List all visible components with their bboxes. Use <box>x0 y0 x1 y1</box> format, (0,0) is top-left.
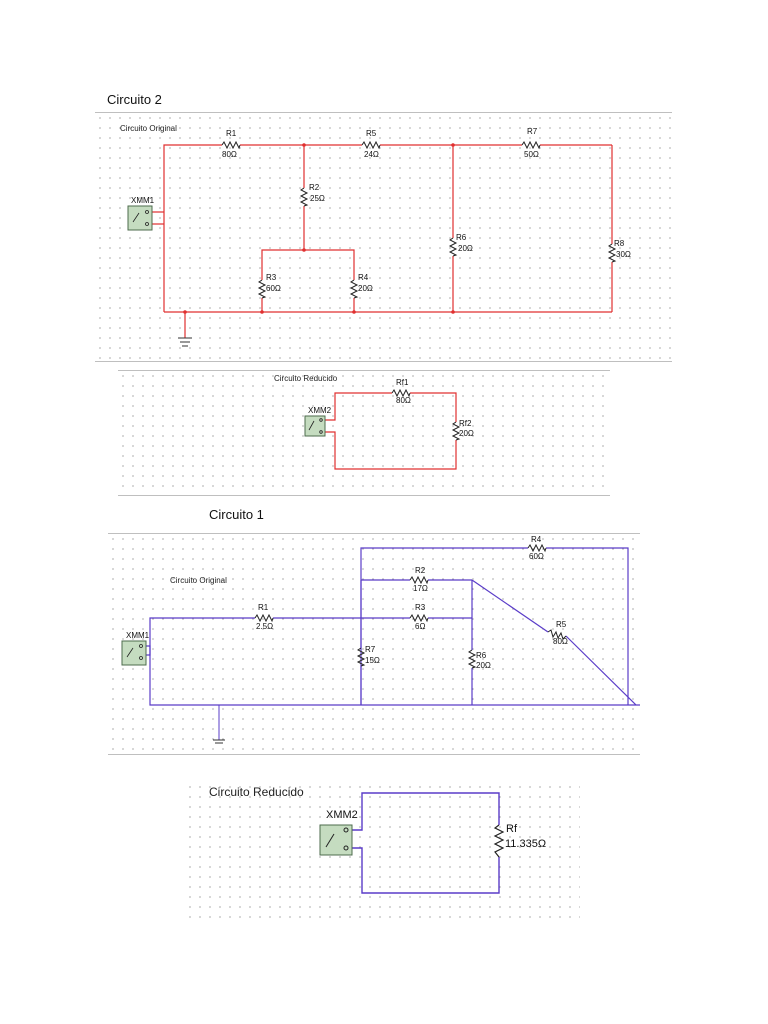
value-r3: 60Ω <box>266 284 281 293</box>
label-r8: R8 <box>614 239 625 248</box>
circuit1-heading: Circuito 1 <box>209 507 264 522</box>
value-r4: 20Ω <box>358 284 373 293</box>
value-r1: 80Ω <box>222 150 237 159</box>
resistor-icon <box>221 140 241 150</box>
value-r2: 17Ω <box>413 584 428 593</box>
resistor-icon <box>467 649 477 669</box>
resistor-icon <box>607 243 617 263</box>
value-r6: 20Ω <box>476 661 491 670</box>
label-r4: R4 <box>531 535 542 544</box>
label-r4: R4 <box>358 273 369 282</box>
value-r5: 80Ω <box>553 637 568 646</box>
circuit2-heading: Circuito 2 <box>107 92 162 107</box>
resistor-icon <box>361 140 381 150</box>
resistor-icon <box>493 824 505 858</box>
meter-label: XMM1 <box>131 196 155 205</box>
resistor-icon <box>448 237 458 257</box>
label-r6: R6 <box>456 233 467 242</box>
resistor-icon <box>254 613 274 623</box>
value-r7: 50Ω <box>524 150 539 159</box>
meter-label: XMM1 <box>126 631 150 640</box>
circuit1-reduced-caption: Circuito Reducido <box>209 785 304 799</box>
circuit1-reduced-panel <box>185 782 580 920</box>
circuit2-reduced-panel <box>118 370 610 496</box>
label-r7: R7 <box>527 127 538 136</box>
value-rf1: 80Ω <box>396 396 411 405</box>
value-r5: 24Ω <box>364 150 379 159</box>
label-r7: R7 <box>365 645 376 654</box>
value-rf2: 20Ω <box>459 429 474 438</box>
label-r2: R2 <box>309 183 320 192</box>
circuit2-original-panel <box>95 112 672 362</box>
label-r3: R3 <box>266 273 277 282</box>
value-r7: 15Ω <box>365 656 380 665</box>
value-r4: 60Ω <box>529 552 544 561</box>
multimeter-icon[interactable] <box>319 824 353 856</box>
resistor-icon <box>257 279 267 299</box>
label-r1: R1 <box>226 129 237 138</box>
resistor-icon <box>299 187 309 207</box>
circuit1-original-caption: Circuito Original <box>170 576 227 585</box>
value-r8: 30Ω <box>616 250 631 259</box>
label-rf2: Rf2 <box>459 419 472 428</box>
label-r2: R2 <box>415 566 426 575</box>
label-r5: R5 <box>556 620 567 629</box>
circuit2-reduced-caption: Circuito Reducido <box>274 374 338 383</box>
resistor-icon <box>547 629 567 640</box>
value-r3: 6Ω <box>415 622 425 631</box>
circuit1-original-panel <box>108 533 640 755</box>
label-r3: R3 <box>415 603 426 612</box>
label-r1: R1 <box>258 603 269 612</box>
resistor-icon <box>356 647 366 667</box>
resistor-icon <box>409 575 429 585</box>
meter-label: XMM2 <box>308 406 332 415</box>
resistor-icon <box>521 140 541 150</box>
value-r1: 2.5Ω <box>256 622 273 631</box>
resistor-icon <box>391 388 411 398</box>
label-r6: R6 <box>476 651 487 660</box>
value-r6: 20Ω <box>458 244 473 253</box>
resistor-icon <box>409 613 429 623</box>
label-rf1: Rf1 <box>396 378 409 387</box>
value-rf: 11.335Ω <box>505 838 546 850</box>
multimeter-icon[interactable] <box>121 640 147 666</box>
value-r2: 25Ω <box>310 194 325 203</box>
multimeter-icon[interactable] <box>127 205 153 231</box>
resistor-icon <box>527 543 547 553</box>
label-r5: R5 <box>366 129 377 138</box>
meter-label: XMM2 <box>326 809 358 821</box>
resistor-icon <box>349 279 359 299</box>
label-rf: Rf <box>506 823 518 835</box>
circuit2-original-caption: Circuito Original <box>120 124 177 133</box>
resistor-icon <box>451 421 461 441</box>
